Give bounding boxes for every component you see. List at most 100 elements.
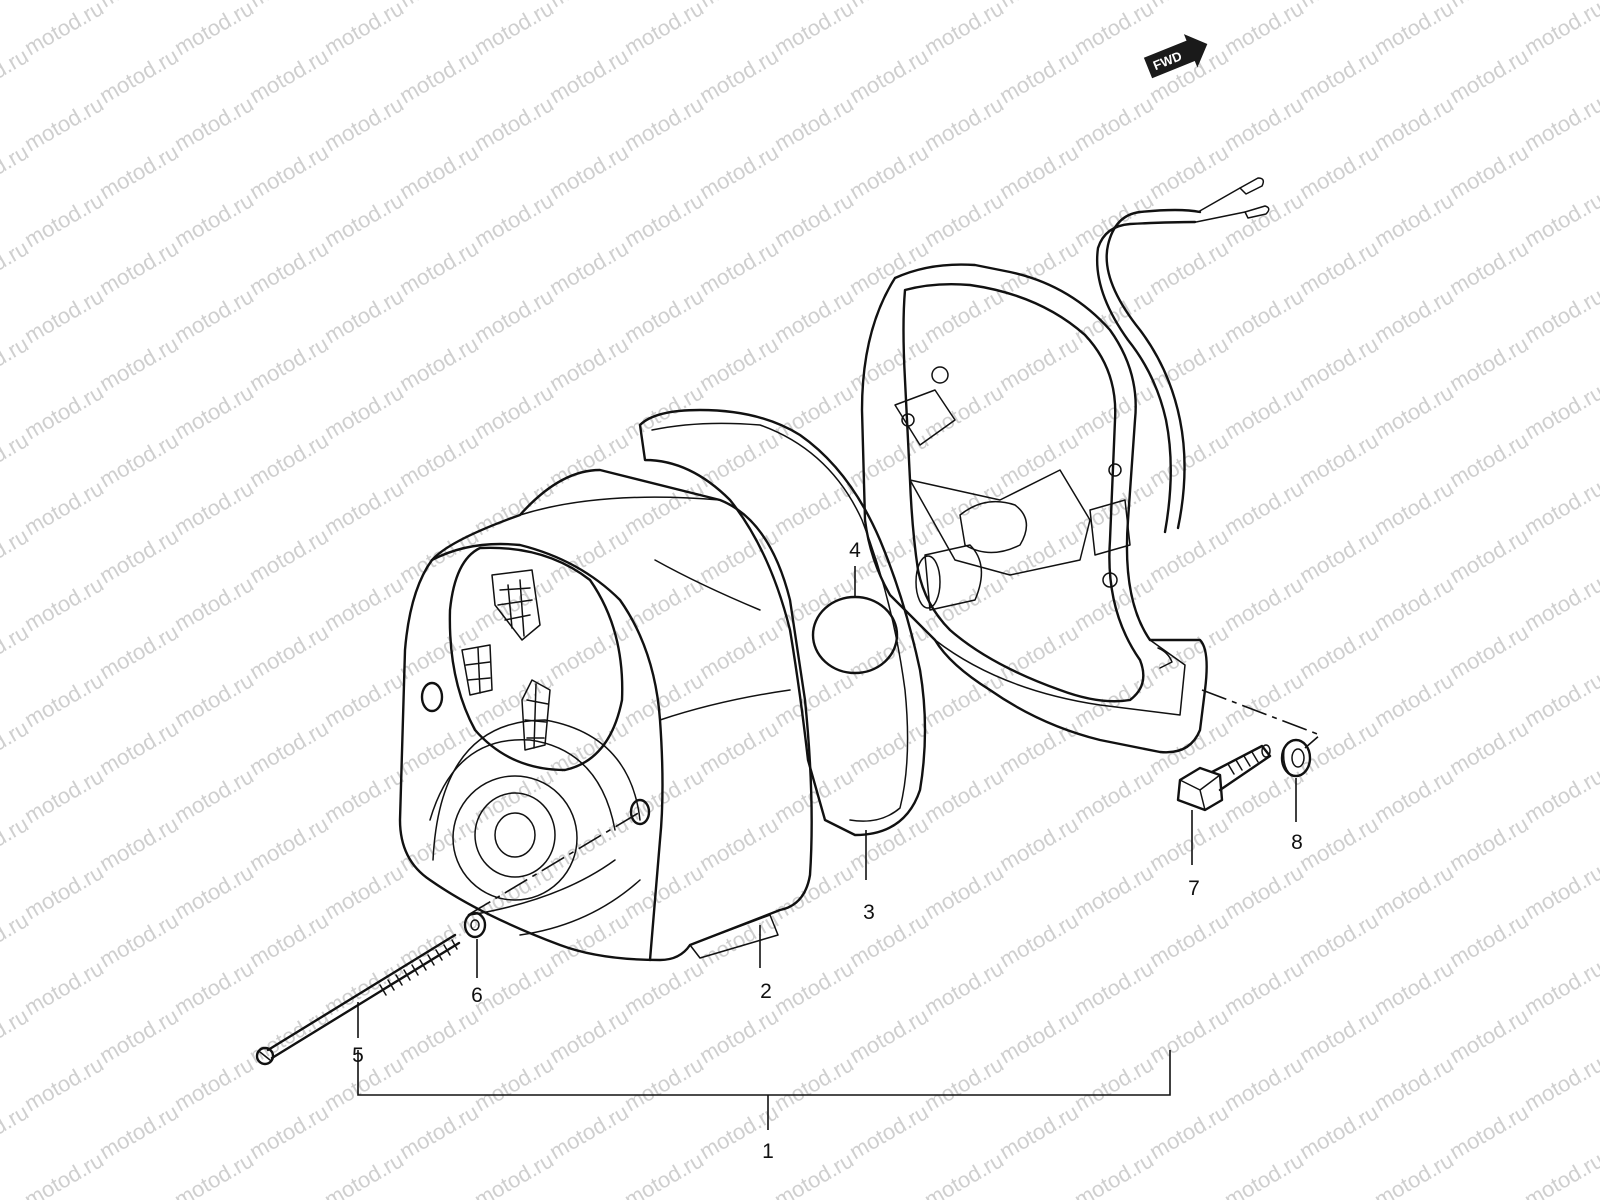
watermark-text: motod.ru [695, 907, 783, 972]
watermark-text: motod.ru [470, 91, 558, 156]
watermark-text: motod.ru [1295, 523, 1383, 588]
watermark-text: motod.ru [845, 43, 933, 108]
watermark-text: motod.ru [695, 139, 783, 204]
watermark-text: motod.ru [1370, 571, 1458, 636]
watermark-text: motod.ru [395, 811, 483, 876]
watermark-text: motod.ru [245, 235, 333, 300]
watermark-text: motod.ru [470, 763, 558, 828]
watermark-text: motod.ru [395, 43, 483, 108]
fresnel-rings [429, 719, 641, 936]
watermark-text: motod.ru [920, 1051, 1008, 1116]
watermark-text: motod.ru [995, 331, 1083, 396]
watermark-text: motod.ru [320, 187, 408, 252]
watermark-text: motod.ru [470, 955, 558, 1020]
watermark-text: motod.ru [95, 235, 183, 300]
watermark-text: motod.ru [320, 283, 408, 348]
watermark-text: motod.ru [1520, 475, 1600, 540]
watermark-text: motod.ru [0, 1195, 33, 1200]
watermark-text: motod.ru [920, 667, 1008, 732]
watermark-text: motod.ru [95, 1003, 183, 1068]
watermark-text: motod.ru [620, 283, 708, 348]
watermark-text: motod.ru [620, 1051, 708, 1116]
callout-3: 3 [863, 901, 875, 924]
watermark-text: motod.ru [620, 187, 708, 252]
watermark-text: motod.ru [1070, 763, 1158, 828]
watermark-text: motod.ru [1520, 379, 1600, 444]
watermark-text: motod.ru [1070, 859, 1158, 924]
watermark-text: motod.ru [1370, 859, 1458, 924]
watermark-text: motod.ru [1370, 379, 1458, 444]
watermark-text: motod.ru [95, 811, 183, 876]
watermark-text: motod.ru [1370, 283, 1458, 348]
callout-6: 6 [471, 984, 483, 1007]
callout-8: 8 [1291, 831, 1303, 854]
watermark-text: motod.ru [1445, 619, 1533, 684]
watermark-text: motod.ru [695, 331, 783, 396]
watermark-text: motod.ru [320, 763, 408, 828]
gasket-drawing [638, 408, 927, 837]
watermark-text: motod.ru [1295, 1195, 1383, 1200]
watermark-text: motod.ru [1520, 859, 1600, 924]
watermark-text: motod.ru [20, 379, 108, 444]
watermark-text: motod.ru [170, 763, 258, 828]
watermark-text: motod.ru [320, 0, 408, 60]
watermark-text: motod.ru [1145, 619, 1233, 684]
watermark-text: motod.ru [1370, 1051, 1458, 1116]
watermark-text: motod.ru [1520, 187, 1600, 252]
watermark-text: motod.ru [770, 91, 858, 156]
watermark-text: motod.ru [1145, 0, 1233, 12]
watermark-text: motod.ru [1145, 427, 1233, 492]
watermark-text: motod.ru [845, 1099, 933, 1164]
watermark-text: motod.ru [95, 331, 183, 396]
long-screw-drawing [255, 933, 461, 1066]
callout-4: 4 [849, 539, 861, 562]
watermark-text: motod.ru [545, 331, 633, 396]
watermark-text: motod.ru [395, 1003, 483, 1068]
watermark-text: motod.ru [20, 1051, 108, 1116]
watermark-text: motod.ru [920, 763, 1008, 828]
watermark-text: motod.ru [695, 715, 783, 780]
watermark-text: motod.ru [920, 379, 1008, 444]
watermark-text: motod.ru [1295, 907, 1383, 972]
watermark-text: motod.ru [1370, 91, 1458, 156]
watermark-text: motod.ru [620, 955, 708, 1020]
callout-7: 7 [1188, 877, 1200, 900]
watermark-text: motod.ru [1145, 139, 1233, 204]
watermark-text: motod.ru [1445, 523, 1533, 588]
watermark-text: motod.ru [95, 1099, 183, 1164]
watermark-text: motod.ru [845, 1195, 933, 1200]
watermark-text: motod.ru [1145, 1099, 1233, 1164]
watermark-text: motod.ru [320, 1051, 408, 1116]
watermark-text: motod.ru [1070, 0, 1158, 60]
watermark-text: motod.ru [1445, 0, 1533, 12]
watermark-text: motod.ru [1520, 1051, 1600, 1116]
watermark-text: motod.ru [170, 955, 258, 1020]
watermark-text: motod.ru [920, 187, 1008, 252]
watermark-text: motod.ru [545, 0, 633, 12]
watermark-text: motod.ru [320, 859, 408, 924]
watermark-text: motod.ru [695, 43, 783, 108]
watermark-text: motod.ru [995, 907, 1083, 972]
watermark-text: motod.ru [1520, 0, 1600, 60]
watermark-text: motod.ru [20, 283, 108, 348]
watermark-text: motod.ru [1445, 1099, 1533, 1164]
watermark-text: motod.ru [1220, 859, 1308, 924]
watermark-text: motod.ru [695, 235, 783, 300]
lamp-housing-drawing [860, 177, 1270, 754]
watermark-text: motod.ru [1070, 955, 1158, 1020]
watermark-text: motod.ru [470, 379, 558, 444]
watermark-text: motod.ru [920, 91, 1008, 156]
watermark-text: motod.ru [20, 475, 108, 540]
watermark-text: motod.ru [545, 235, 633, 300]
watermark-text: motod.ru [770, 763, 858, 828]
watermark-text: motod.ru [1445, 811, 1533, 876]
watermark-text: motod.ru [620, 91, 708, 156]
watermark-text: motod.ru [770, 187, 858, 252]
watermark-text: motod.ru [470, 283, 558, 348]
watermark-text: motod.ru [170, 1051, 258, 1116]
watermark-text: motod.ru [695, 523, 783, 588]
watermark-text: motod.ru [995, 139, 1083, 204]
watermark-text: motod.ru [920, 571, 1008, 636]
watermark-text: motod.ru [1520, 283, 1600, 348]
watermark-text: motod.ru [170, 283, 258, 348]
